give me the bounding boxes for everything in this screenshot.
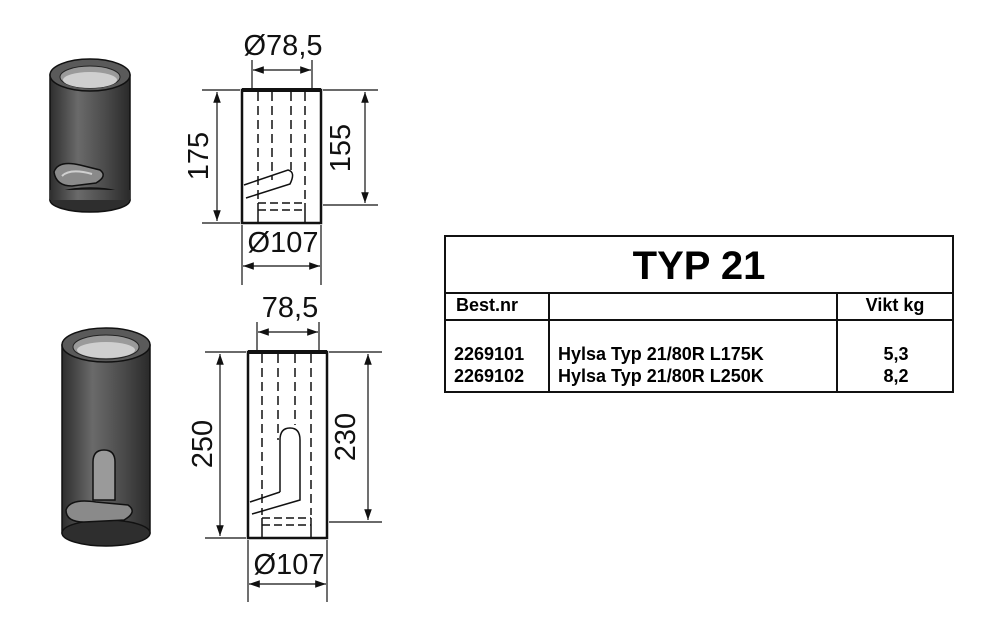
column-divider — [548, 292, 550, 391]
view1-bottom-diameter: Ø107 — [248, 227, 319, 259]
view2-bottom-diameter: Ø107 — [254, 549, 325, 581]
view1-height-inner: 155 — [325, 124, 357, 172]
view2-height-total: 250 — [187, 420, 219, 468]
view1-top-diameter: Ø78,5 — [244, 30, 323, 62]
spec-table: TYP 21 Best.nr Vikt kg 2269101 Hylsa Typ… — [444, 235, 954, 393]
table-header-row: Best.nr Vikt kg — [446, 292, 952, 321]
view2-height-inner: 230 — [330, 413, 362, 461]
section-view-tall — [205, 322, 382, 602]
sleeve-render-short — [49, 58, 131, 213]
section-view-short — [202, 60, 378, 285]
header-weight: Vikt kg — [865, 295, 925, 315]
table-row-1-nr: 2269101 — [454, 344, 525, 364]
view1-height-total: 175 — [183, 132, 215, 180]
table-title: TYP 21 — [446, 237, 952, 294]
table-row-2-weight: 8,2 — [883, 366, 909, 386]
sleeve-render-tall — [61, 327, 151, 547]
column-divider — [836, 292, 838, 391]
table-row-1-weight: 5,3 — [883, 344, 909, 364]
table-row-2-name: Hylsa Typ 21/80R L250K — [558, 366, 764, 386]
view2-top-diameter: 78,5 — [262, 292, 318, 324]
header-best-nr: Best.nr — [456, 295, 519, 315]
table-row-1-name: Hylsa Typ 21/80R L175K — [558, 344, 764, 364]
table-row-2-nr: 2269102 — [454, 366, 525, 386]
